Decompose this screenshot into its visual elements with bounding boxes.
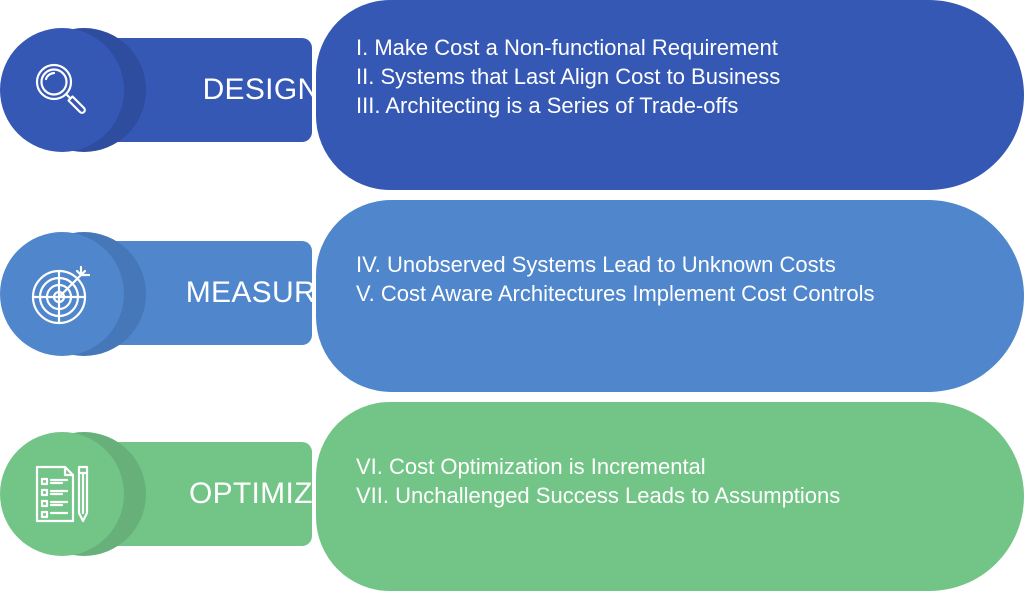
principles-measure: IV. Unobserved Systems Lead to Unknown C… xyxy=(316,200,1024,392)
principles-optimize: VI. Cost Optimization is Incremental VII… xyxy=(316,402,1024,591)
stage-label-measure: MEASURE xyxy=(185,276,337,309)
principle-6: VI. Cost Optimization is Incremental xyxy=(356,454,706,479)
stage-icon-circle-design xyxy=(0,28,124,152)
stage-measure: MEASURE IV. Unobserved Systems Lead to U… xyxy=(0,200,1024,392)
checklist-pencil-icon xyxy=(35,465,89,523)
principle-4: IV. Unobserved Systems Lead to Unknown C… xyxy=(356,252,836,277)
magnifying-glass-icon xyxy=(35,63,86,114)
stage-optimize: OPTIMIZE VI. Cost Optimization is Increm… xyxy=(0,402,1024,591)
principles-design: I. Make Cost a Non-functional Requiremen… xyxy=(316,0,1024,190)
stage-design: DESIGN I. Make Cost a Non-functional Req… xyxy=(0,0,1024,190)
principle-1: I. Make Cost a Non-functional Requiremen… xyxy=(356,35,778,60)
principle-5: V. Cost Aware Architectures Implement Co… xyxy=(356,281,875,306)
principle-2: II. Systems that Last Align Cost to Busi… xyxy=(356,64,781,89)
stage-icon-circle-optimize xyxy=(0,432,124,556)
stage-icon-circle-measure xyxy=(0,232,124,356)
principle-7: VII. Unchallenged Success Leads to Assum… xyxy=(356,483,841,508)
principle-3: III. Architecting is a Series of Trade-o… xyxy=(356,93,739,118)
target-arrow-icon xyxy=(31,265,91,325)
stage-label-design: DESIGN xyxy=(202,73,320,106)
stage-label-optimize: OPTIMIZE xyxy=(188,477,334,510)
